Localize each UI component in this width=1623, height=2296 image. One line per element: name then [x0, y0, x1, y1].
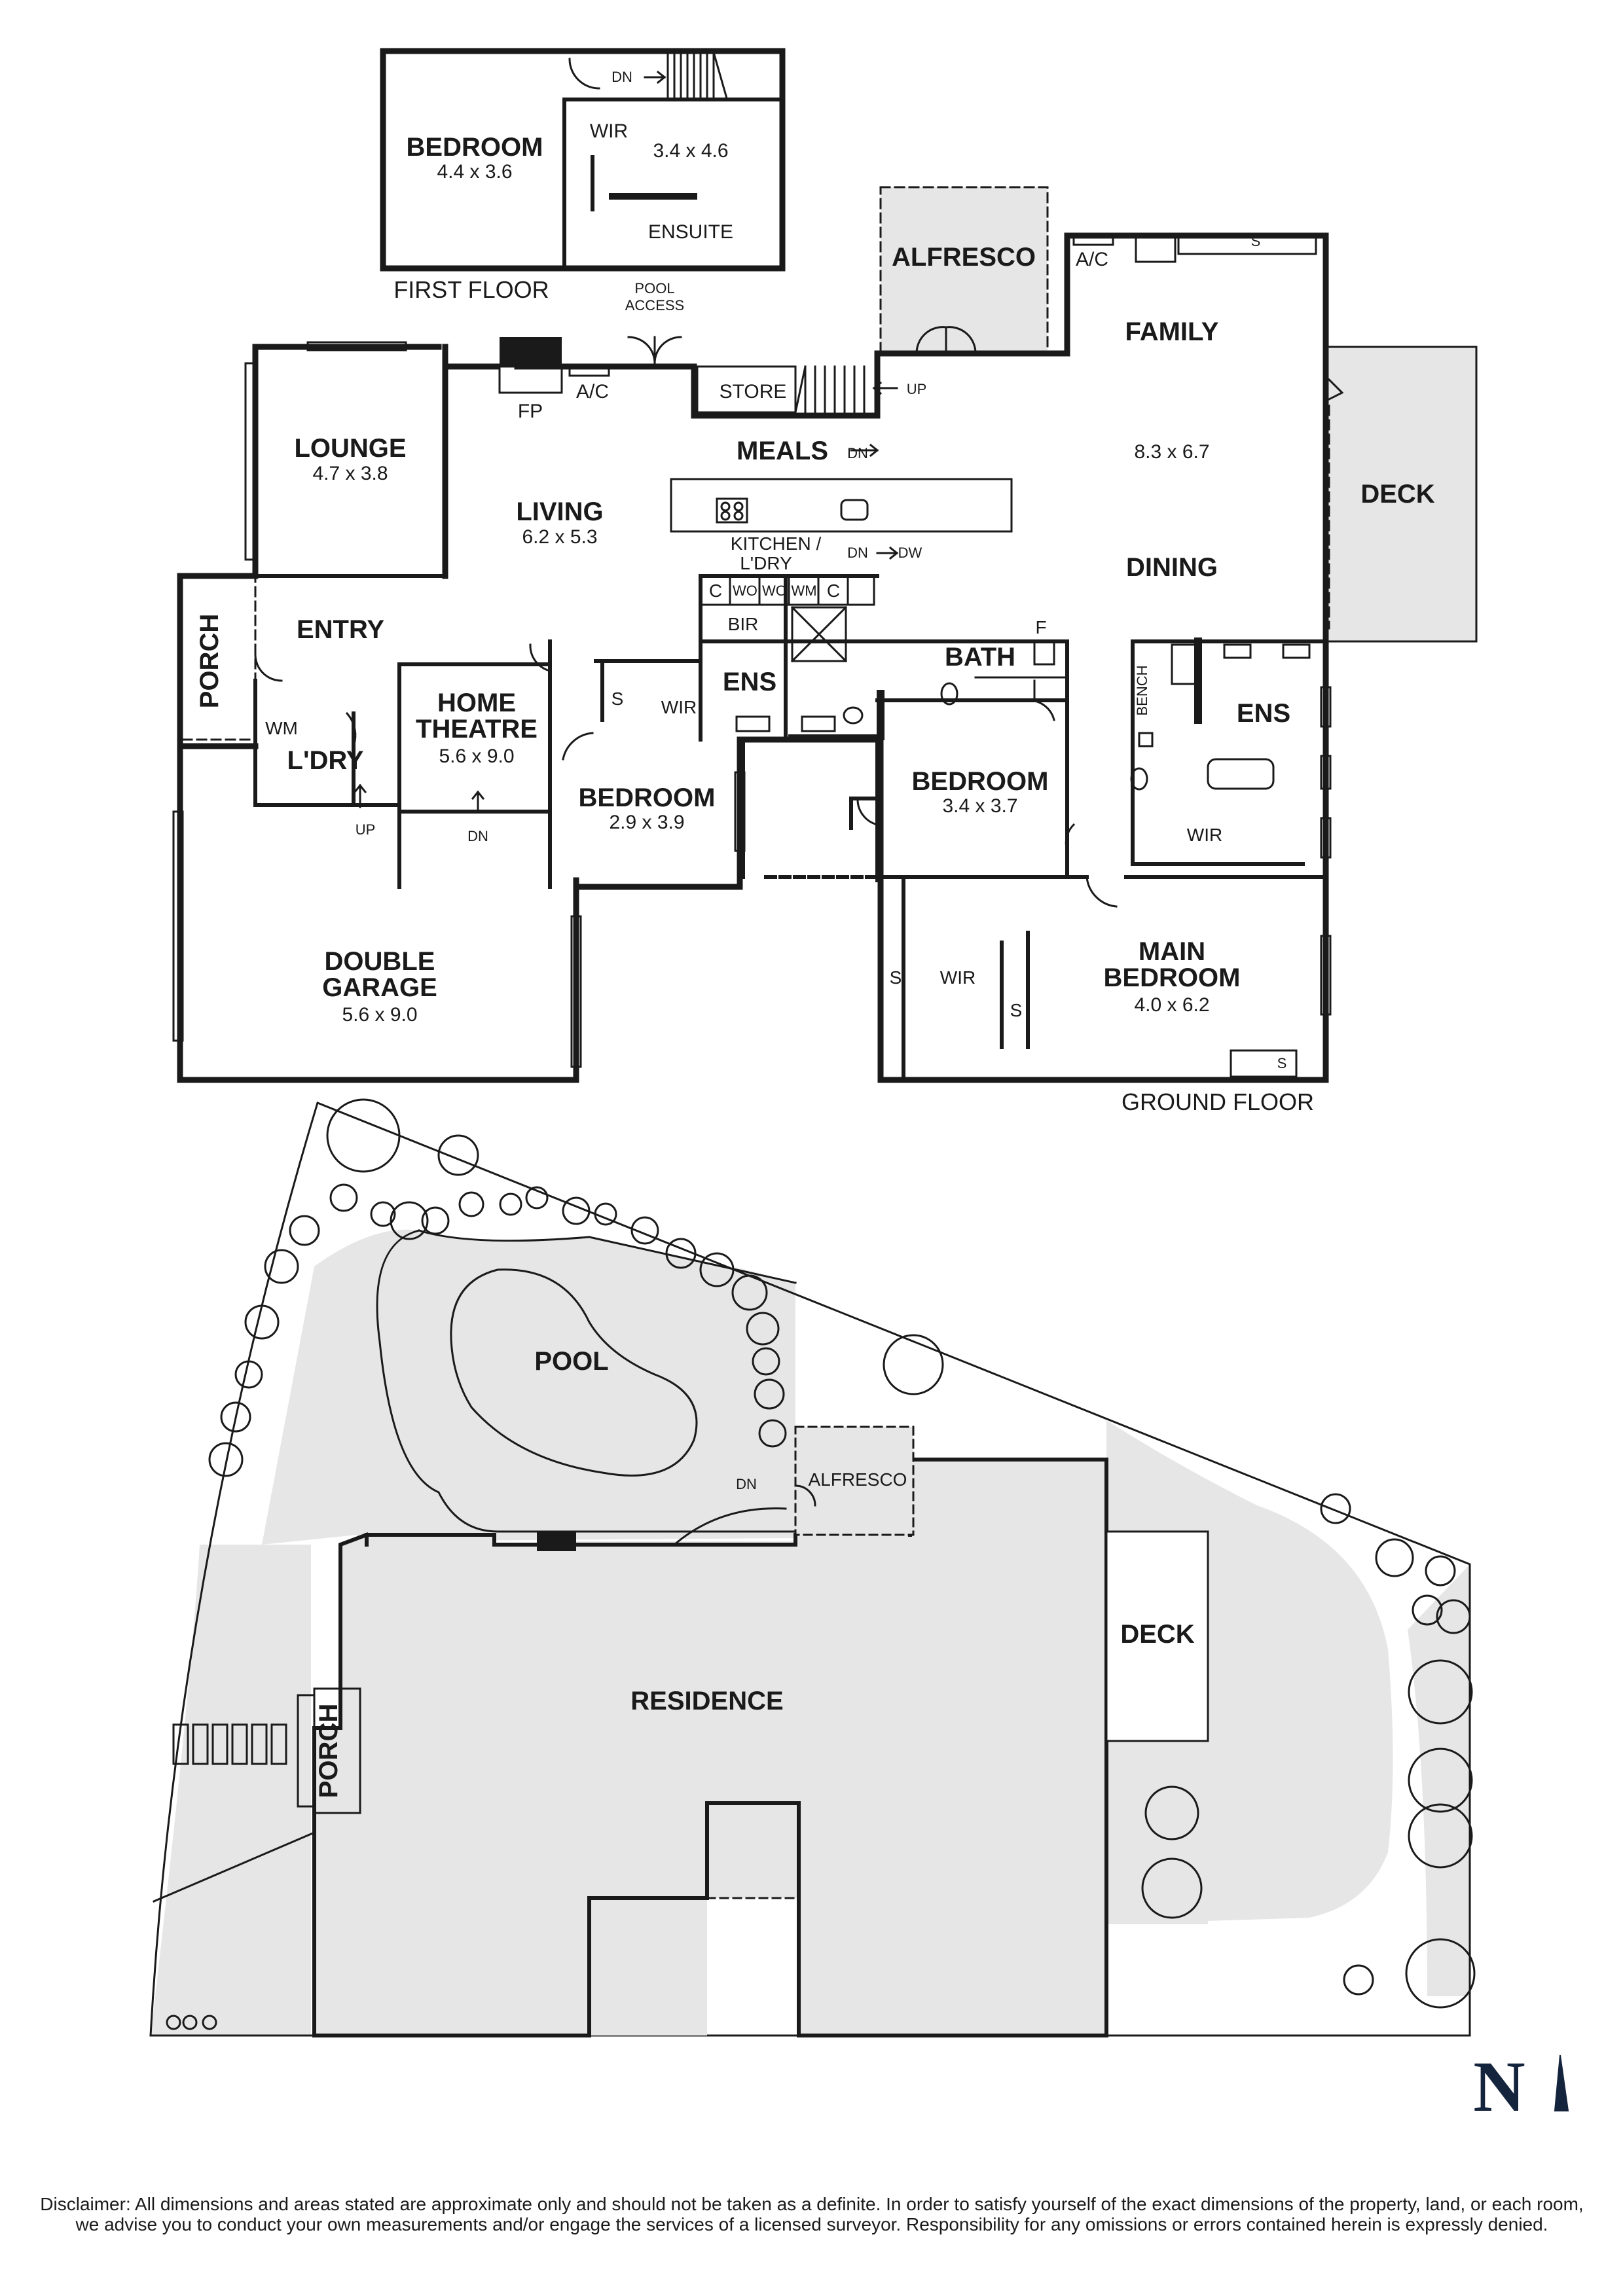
meals-dn-label: DN [847, 445, 868, 461]
main-bedroom-dim: 4.0 x 6.2 [1134, 994, 1209, 1016]
porch-label: PORCH [195, 614, 224, 708]
living-dim: 6.2 x 5.3 [522, 526, 597, 548]
cupboard-label-2: C [827, 581, 840, 601]
pool-label: POOL [534, 1347, 608, 1376]
wir-main-label: WIR [1187, 825, 1222, 845]
wir-label-2: WIR [940, 967, 976, 988]
first-floor-title: FIRST FLOOR [393, 276, 549, 303]
wm-kitchen-label: WM [791, 583, 816, 599]
store-label: STORE [720, 381, 787, 403]
first-floor-bedroom-dim: 4.4 x 3.6 [437, 161, 512, 183]
first-floor-wir-label: WIR [590, 120, 628, 142]
ens-label: ENS [723, 668, 776, 696]
cupboard-label-1: C [709, 581, 722, 601]
double-garage-label-1: DOUBLE [325, 947, 435, 976]
disclaimer-text: Disclaimer: All dimensions and areas sta… [40, 2194, 1584, 2234]
pool-access-label-1: POOL [634, 280, 674, 296]
s-label-2: S [890, 967, 902, 988]
site-dn-label: DN [736, 1476, 757, 1492]
trees [166, 1098, 1476, 2030]
s-label-4: S [1251, 233, 1261, 249]
residence-label: RESIDENCE [630, 1687, 783, 1715]
north-arrow-icon [1554, 2054, 1569, 2111]
up-label: UP [907, 381, 927, 397]
pool-access-label-2: ACCESS [625, 297, 684, 314]
site-plan [149, 1098, 1476, 2037]
home-theatre-label-1: HOME [437, 689, 516, 717]
first-floor-dn-label: DN [611, 69, 632, 85]
dining-label: DINING [1126, 553, 1218, 582]
alfresco-label: ALFRESCO [892, 243, 1036, 272]
ac-label: A/C [1076, 249, 1108, 270]
main-bedroom-label-2: BEDROOM [1104, 963, 1241, 992]
main-bedroom-label-1: MAIN [1139, 937, 1205, 966]
living-label: LIVING [516, 497, 603, 526]
wo-label-2: WO [762, 583, 787, 599]
bedroom3-label: BEDROOM [912, 767, 1049, 796]
bedroom2-dim: 2.9 x 3.9 [609, 812, 684, 833]
first-floor-bedroom-label: BEDROOM [407, 133, 543, 162]
lounge-label: LOUNGE [294, 434, 406, 463]
ground-floor-plan [172, 186, 1478, 1083]
fp-label: FP [518, 401, 543, 422]
home-theatre-dim: 5.6 x 9.0 [439, 745, 514, 767]
wo-label-1: WO [733, 583, 757, 599]
ldry-label: L'DRY [287, 746, 364, 775]
bir-label: BIR [728, 614, 759, 634]
family-dim: 8.3 x 6.7 [1134, 441, 1209, 463]
first-floor-wir-dim: 3.4 x 4.6 [653, 140, 728, 162]
bath-label: BATH [945, 643, 1015, 672]
ground-floor-title: GROUND FLOOR [1122, 1088, 1314, 1115]
home-theatre-label-2: THEATRE [416, 715, 538, 744]
north-label: N [1473, 2047, 1525, 2126]
kitchen-label-1: KITCHEN / [731, 533, 822, 554]
double-garage-dim: 5.6 x 9.0 [342, 1004, 417, 1026]
site-alfresco-label: ALFRESCO [809, 1469, 907, 1490]
bench-label: BENCH [1134, 665, 1150, 715]
kitchen-label-2: L'DRY [740, 553, 792, 573]
wm-label: WM [265, 718, 298, 738]
bedroom3-dim: 3.4 x 3.7 [942, 795, 1017, 817]
ldry-up-label: UP [356, 821, 376, 838]
s-label-3: S [1010, 1000, 1023, 1020]
site-porch-label: PORCH [314, 1704, 343, 1798]
site-deck-label: DECK [1120, 1620, 1194, 1649]
s-label-5: S [1277, 1055, 1287, 1071]
ens-main-label: ENS [1237, 699, 1290, 728]
double-garage-label-2: GARAGE [322, 973, 437, 1002]
entry-label: ENTRY [297, 615, 384, 644]
dw-label: DW [898, 545, 922, 561]
deck-label: DECK [1360, 480, 1434, 509]
s-label-1: S [611, 689, 624, 709]
home-theatre-dn-label: DN [467, 828, 488, 844]
first-floor-plan [380, 48, 786, 272]
first-floor-ensuite-label: ENSUITE [648, 221, 733, 243]
family-label: FAMILY [1125, 317, 1219, 346]
f-label: F [1035, 617, 1046, 637]
lounge-dim: 4.7 x 3.8 [312, 463, 388, 484]
bedroom2-label: BEDROOM [579, 783, 716, 812]
meals-label: MEALS [737, 437, 828, 465]
ac-living-label: A/C [576, 381, 609, 403]
wir-label: WIR [661, 697, 697, 717]
kitchen-dn-label: DN [847, 545, 868, 561]
